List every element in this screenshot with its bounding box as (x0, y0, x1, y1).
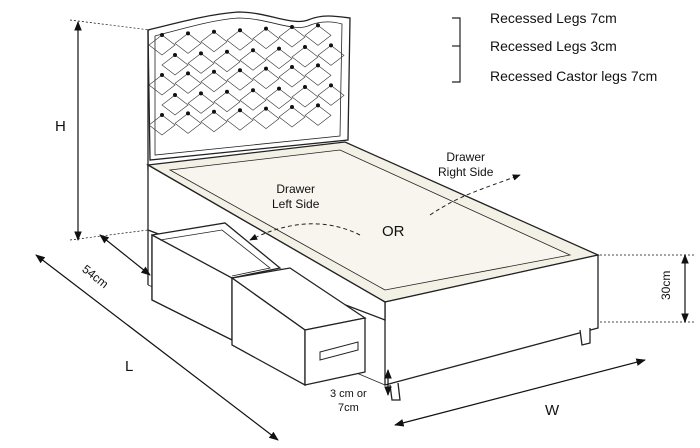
tufting-button (173, 93, 177, 97)
drawer-left-side-label: Drawer Left Side (272, 182, 320, 211)
tufting-button (199, 51, 203, 56)
tufting-diamond (148, 34, 176, 56)
tufting-diamond (239, 89, 267, 111)
tufting-button (316, 23, 320, 28)
tufting-button (212, 69, 216, 74)
tufting-button (225, 49, 229, 54)
tufting-button (316, 103, 320, 108)
tufting-diamond (174, 33, 202, 54)
legend-item-recessed-legs-3cm: Recessed Legs 3cm (490, 38, 617, 54)
base-height-label: 30cm (659, 270, 673, 300)
tufting-diamond (213, 91, 241, 113)
tufting-diamond (265, 88, 293, 109)
tufting-diamond (213, 51, 241, 73)
tufting-diamond (304, 65, 332, 86)
headboard (147, 11, 351, 170)
tufting-button (173, 53, 177, 57)
drawer-direction-arrows (249, 174, 521, 241)
tufting-button (212, 109, 216, 114)
tufting-diamond (174, 73, 202, 94)
tufting-button (290, 105, 294, 109)
bed-base (145, 141, 601, 401)
tufting-diamond (265, 48, 293, 69)
tufting-diamond (148, 74, 176, 96)
tufting-button (238, 108, 242, 113)
tufting-diamond (226, 29, 254, 51)
legend-item-recessed-legs-7cm: Recessed Legs 7cm (490, 10, 617, 26)
tufting-diamond (304, 25, 332, 46)
tufting-button (329, 83, 333, 88)
tufting-button (303, 85, 307, 89)
tufting-button (199, 91, 203, 96)
tufting-diamond (278, 106, 306, 128)
tufting-diamond (148, 114, 176, 136)
tufting-diamond (187, 53, 215, 74)
length-label: L (125, 358, 134, 375)
tufting-diamond (226, 109, 254, 131)
tufting-button (251, 88, 255, 93)
tufting-button (160, 33, 164, 37)
tufting-button (251, 48, 255, 53)
tufting-button (238, 68, 242, 73)
tufting-button (264, 66, 268, 71)
tufting-button (264, 26, 268, 31)
tufting-button (160, 113, 164, 117)
tufting-diamond (226, 69, 254, 91)
tufting-button (238, 28, 242, 33)
dimension-lines (35, 19, 695, 441)
tufting-button (212, 29, 216, 34)
height-label: H (55, 118, 66, 135)
or-label: OR (382, 223, 405, 240)
tufting-diamond (161, 54, 189, 76)
tufting-diamond (291, 46, 319, 68)
legend-item-recessed-castor-legs-7cm: Recessed Castor legs 7cm (490, 68, 658, 84)
tufting-diamond (252, 28, 280, 49)
tufting-button (277, 86, 281, 91)
tufting-diamond (278, 66, 306, 88)
tufting-diamond (252, 68, 280, 89)
tufting-button (264, 106, 268, 111)
tufting-diamond (317, 85, 345, 106)
tufting-button (303, 45, 307, 49)
tufting-button (277, 46, 281, 51)
tufting-diamond (200, 111, 228, 133)
tufting-button (316, 63, 320, 68)
tufting-diamond (187, 93, 215, 114)
tufting-button (186, 111, 190, 116)
tufting-button (225, 89, 229, 94)
tufting-button (160, 73, 164, 77)
drawer-right-side-label: Drawer Right Side (438, 150, 494, 179)
tufting-button (186, 31, 190, 36)
tufting-diamond (200, 31, 228, 53)
legend-bracket (452, 17, 461, 83)
tufting-button (329, 43, 333, 48)
tufting-button (290, 65, 294, 69)
tufting-diamond (252, 108, 280, 129)
tufting-diamond (174, 113, 202, 134)
width-label: W (545, 402, 560, 419)
tufting-button (186, 71, 190, 76)
tufting-diamond (161, 94, 189, 116)
tufting-diamond (304, 105, 332, 126)
leg-height-label: 3 cm or 7cm (330, 388, 367, 414)
tufting-diamond (291, 86, 319, 108)
tufting-diamond (200, 71, 228, 93)
tufting-diamond (317, 45, 345, 66)
tufting-diamond (278, 26, 306, 48)
tufting-diamond (239, 49, 267, 71)
tufting-button (290, 25, 294, 29)
